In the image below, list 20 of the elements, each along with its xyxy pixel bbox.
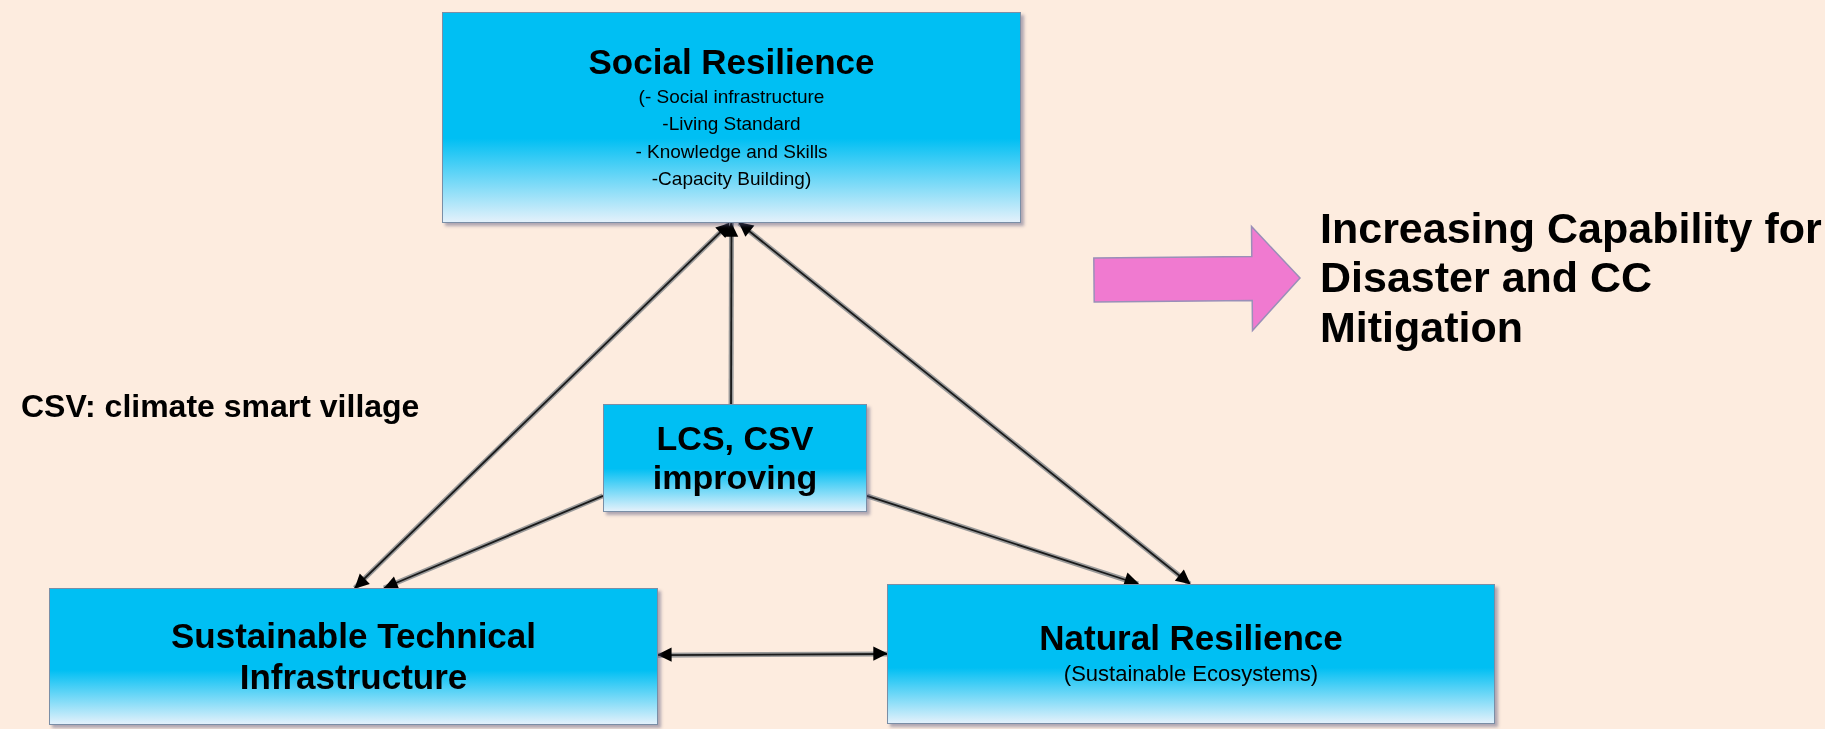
box-detail: - Knowledge and Skills [635, 139, 828, 164]
box-title: Social Resilience [588, 42, 875, 83]
box-title: Sustainable Technical Infrastructure [170, 616, 537, 697]
note-text: CSV: climate smart village [21, 388, 420, 425]
process-box [49, 588, 658, 725]
process-box [603, 404, 867, 512]
box-detail: (- Social infrastructure [638, 84, 825, 109]
arrow [723, 222, 739, 405]
box-detail: -Living Standard [662, 112, 801, 137]
block-arrow [1093, 224, 1302, 333]
process-box [887, 584, 1495, 724]
arrow [657, 646, 888, 662]
arrow [352, 221, 732, 590]
box-detail: -Capacity Building) [651, 167, 812, 192]
process-box [442, 12, 1021, 223]
outcome-text: Increasing Capability for Disaster and CC Mitigation [1320, 203, 1823, 353]
box-detail: (Sustainable Ecosystems) [1063, 660, 1319, 689]
arrow [737, 221, 1192, 586]
box-title: Natural Resilience [1039, 617, 1343, 659]
box-title: LCS, CSV improving [651, 418, 819, 498]
